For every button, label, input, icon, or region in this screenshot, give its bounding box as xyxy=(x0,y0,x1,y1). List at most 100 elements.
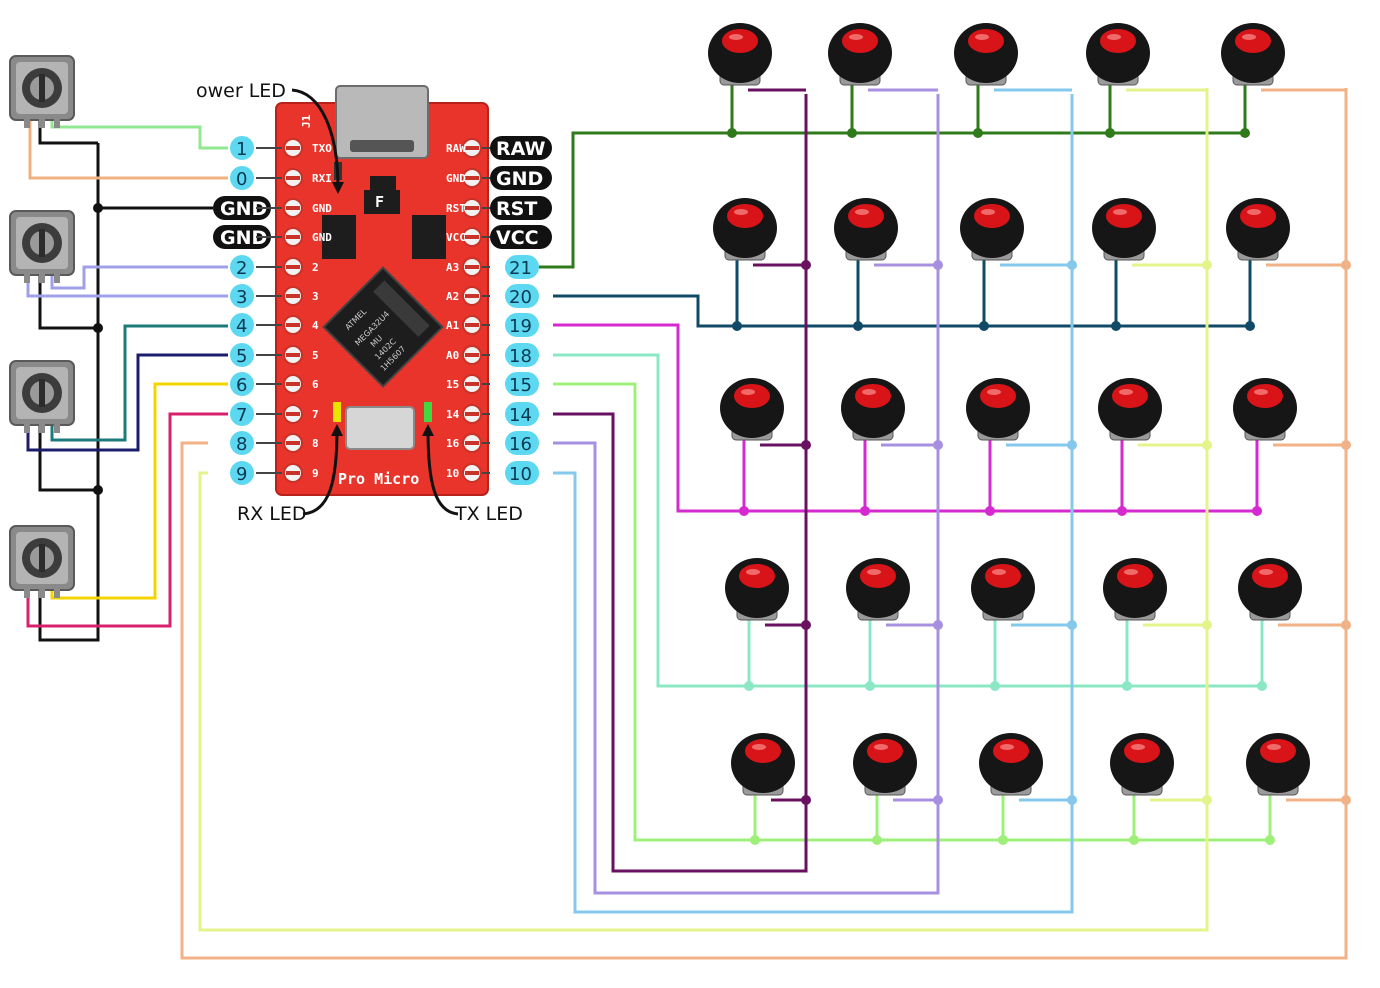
col-junction-2-2 xyxy=(933,260,943,270)
right-pin-label-7: 19 xyxy=(509,316,532,337)
silk-left-7: 4 xyxy=(312,319,319,332)
col-junction-4-4 xyxy=(1202,620,1212,630)
push-button-4-3 xyxy=(971,558,1035,621)
push-button-1-1 xyxy=(708,23,772,86)
col-junction-2-3 xyxy=(1067,260,1077,270)
button-cap xyxy=(1247,384,1283,408)
col-junction-3-3 xyxy=(1067,440,1077,450)
right-hole-slot-8 xyxy=(465,353,479,357)
button-cap-highlight xyxy=(752,744,766,750)
silk-right-10: 14 xyxy=(446,408,460,421)
encoder-leg-3 xyxy=(54,423,60,433)
row-junction-1-3 xyxy=(973,128,983,138)
left-pin-badge-7 xyxy=(230,313,254,337)
left-pin-label-11: 8 xyxy=(236,434,247,455)
button-cap xyxy=(734,384,770,408)
enc2-gnd xyxy=(38,272,98,330)
button-cap xyxy=(1124,739,1160,763)
right-pin-label-11: 16 xyxy=(509,434,532,455)
right-pin-label-12: 10 xyxy=(509,464,532,485)
right-hole-slot-3 xyxy=(465,206,479,210)
col-wire-1 xyxy=(553,94,808,873)
button-cap xyxy=(739,564,775,588)
right-pin-label-6: 20 xyxy=(509,287,532,308)
fuse-block xyxy=(370,176,396,194)
left-pin-label-4: GND xyxy=(220,227,267,249)
col-junction-5-1 xyxy=(801,795,811,805)
encoder-leg-2 xyxy=(39,273,45,283)
power-led-arrow xyxy=(291,88,340,189)
button-cap-highlight xyxy=(874,744,888,750)
row-junction-2-1 xyxy=(732,321,742,331)
encoder-leg-1 xyxy=(24,273,30,283)
encoder-slot xyxy=(39,379,45,407)
button-cap-highlight xyxy=(1267,744,1281,750)
rotary-encoder-2 xyxy=(9,210,75,283)
tx-led-label: TX LED xyxy=(454,503,523,525)
rx-led-arrow xyxy=(302,429,339,516)
col-junction-5-4 xyxy=(1202,795,1212,805)
left-hole-slot-11 xyxy=(286,441,300,445)
right-pin-label-4: VCC xyxy=(496,227,539,249)
col-junction-3-2 xyxy=(933,440,943,450)
power-led-arrowhead xyxy=(332,182,344,194)
right-pin-badge-12 xyxy=(505,461,539,485)
left-hole-slot-1 xyxy=(286,146,300,150)
col-junction-2-4 xyxy=(1202,260,1212,270)
encoder-leg-1 xyxy=(24,118,30,128)
right-pin-badge-8 xyxy=(505,343,539,367)
push-button-2-3 xyxy=(960,198,1024,261)
button-cap xyxy=(1100,29,1136,53)
row-junction-5-3 xyxy=(998,835,1008,845)
push-button-1-2 xyxy=(828,23,892,86)
left-pin-badge-2 xyxy=(230,166,254,190)
power-led-label: ower LED xyxy=(196,80,286,102)
fuse-package xyxy=(364,190,400,214)
silk-right-1: RAW xyxy=(446,142,466,155)
silk-left-2: RXI xyxy=(312,172,332,185)
col-junction-3-1 xyxy=(801,440,811,450)
row-junction-3-1 xyxy=(739,506,749,516)
left-pin-badge-10 xyxy=(230,402,254,426)
left-pin-badge-5 xyxy=(230,255,254,279)
row-junction-5-2 xyxy=(872,835,882,845)
right-pin-badge-3 xyxy=(490,196,552,220)
row-junction-3-5 xyxy=(1252,506,1262,516)
gnd-junction-3 xyxy=(93,485,103,495)
push-button-4-4 xyxy=(1103,558,1167,621)
right-hole-slot-11 xyxy=(465,441,479,445)
row-junction-4-4 xyxy=(1122,681,1132,691)
right-hole-slot-5 xyxy=(465,265,479,269)
col-junction-5-5 xyxy=(1341,795,1351,805)
col-junction-4-3 xyxy=(1067,620,1077,630)
push-button-3-2 xyxy=(841,378,905,441)
left-hole-slot-3 xyxy=(286,206,300,210)
right-pin-badge-5 xyxy=(505,255,539,279)
encoder-leg-3 xyxy=(54,273,60,283)
usb-port-opening xyxy=(350,140,414,152)
rx-led-label: RX LED xyxy=(237,503,306,525)
col-junction-5-3 xyxy=(1067,795,1077,805)
silk-right-8: A0 xyxy=(446,349,459,362)
col-junction-4-2 xyxy=(933,620,943,630)
button-cap-highlight xyxy=(987,389,1001,395)
encoder-leg-2 xyxy=(39,423,45,433)
push-button-3-5 xyxy=(1233,378,1297,441)
push-button-3-3 xyxy=(966,378,1030,441)
enc1-wire-b xyxy=(28,116,228,180)
encoder-leg-2 xyxy=(39,118,45,128)
right-pin-label-2: GND xyxy=(496,168,543,190)
silk-right-4: VCC xyxy=(446,231,466,244)
button-cap-highlight xyxy=(1119,389,1133,395)
enc1-wire-a xyxy=(50,116,228,150)
button-cap-highlight xyxy=(1124,569,1138,575)
crystal xyxy=(345,406,415,450)
rotary-encoder-3 xyxy=(9,360,75,433)
silk-left-4: GND xyxy=(312,231,332,244)
col-wire-4 xyxy=(198,88,1209,932)
silk-left-11: 8 xyxy=(312,437,319,450)
button-cap-highlight xyxy=(1247,209,1261,215)
